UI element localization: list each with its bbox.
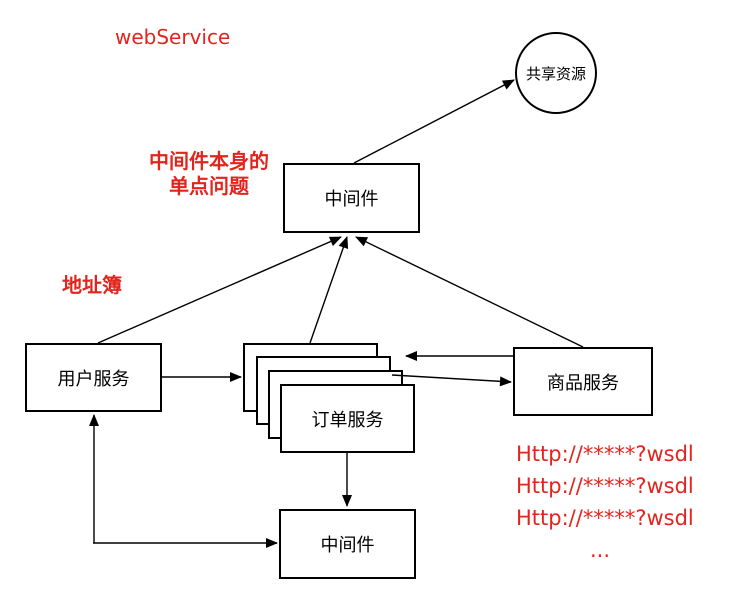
node-middleware-bottom: 中间件 <box>279 509 416 579</box>
annotation-wsdl-urls: Http://*****?wsdl Http://*****?wsdl Http… <box>516 438 694 566</box>
wsdl-url-line: Http://*****?wsdl <box>516 442 694 466</box>
middleware-top-label: 中间件 <box>324 189 379 210</box>
edge-order-service-to-middleware-top <box>309 236 349 344</box>
annotation-address-book: 地址簿 <box>62 273 122 297</box>
node-middleware-top: 中间件 <box>283 163 420 233</box>
annotation-middleware-single-point-issue: 中间件本身的 单点问题 <box>138 149 280 199</box>
annotation-issue-line2: 单点问题 <box>169 174 249 198</box>
wsdl-url-line: Http://*****?wsdl <box>516 474 694 498</box>
order-service-label: 订单服务 <box>311 409 384 431</box>
middleware-bottom-label: 中间件 <box>320 535 375 556</box>
user-service-label: 用户服务 <box>57 368 130 390</box>
node-shared-resource: 共享资源 <box>515 32 597 114</box>
annotation-webservice: webService <box>115 25 231 49</box>
node-user-service: 用户服务 <box>25 343 162 412</box>
product-service-label: 商品服务 <box>547 372 619 394</box>
shared-resource-label: 共享资源 <box>525 64 586 83</box>
node-product-service: 商品服务 <box>513 347 653 416</box>
edge-order-service-to-product-service <box>391 374 512 387</box>
edge-product-service-to-middleware-top <box>355 236 584 348</box>
annotation-issue-line1: 中间件本身的 <box>149 149 269 173</box>
wsdl-ellipsis: ... <box>589 538 611 562</box>
edge-middleware-top-to-shared-resource <box>353 79 515 164</box>
node-order-service: 订单服务 <box>280 384 415 453</box>
edge-user-service-to-middleware-top <box>97 236 342 344</box>
wsdl-url-line: Http://*****?wsdl <box>516 506 694 530</box>
